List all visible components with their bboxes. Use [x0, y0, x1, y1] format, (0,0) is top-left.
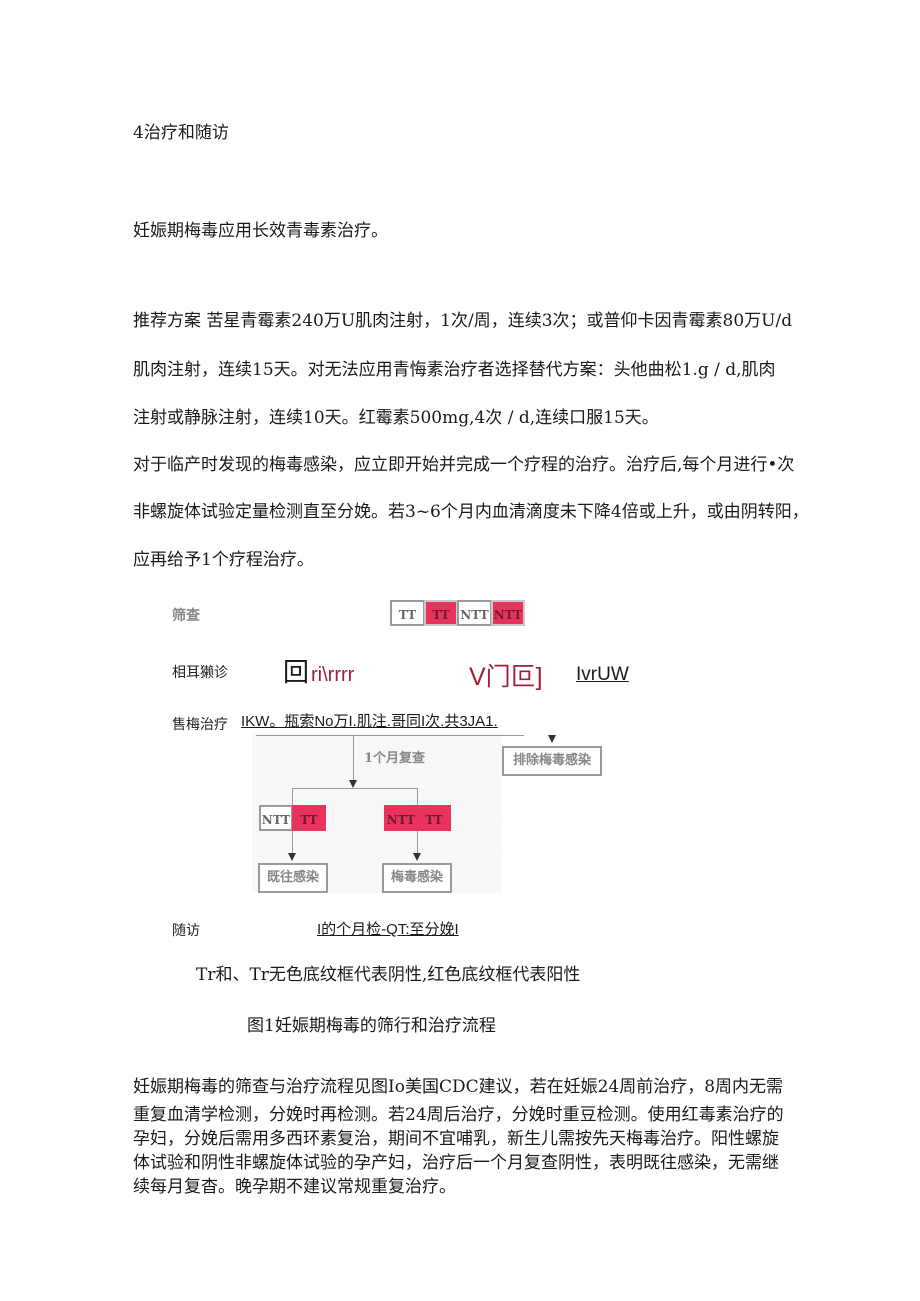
connector-line: [292, 788, 417, 789]
diagnosis-ocr-right: IvrUW: [576, 664, 629, 685]
syphilis-infection-box: 梅毒感染: [382, 863, 452, 893]
text-line: 重复血清学检测，分娩时再检测。若24周后治疗，分娩时重豆检测。使用红毒素治疗的: [133, 1105, 784, 1125]
text-line: 孕妇，分娩后需用多西环素复治，期间不宜哺乳，新生儿需按先天梅毒治疗。阳性螺旋: [133, 1129, 779, 1149]
branch-left-tt-positive: TT: [292, 805, 326, 831]
text-line: 肌肉注射，连续15天。对无法应用青悔素治疗者选择替代方案：头他曲松1.g / d…: [133, 360, 776, 380]
text-line: 体试验和阴性非螺旋体试验的孕产妇，治疗后一个月复查阴性，表明既往感染，无需继: [133, 1153, 779, 1173]
text-line: 注射或静脉注射，连续10天。红霉素500mg,4次 / d,连续口服15天。: [133, 408, 659, 428]
text-line: 推荐方案 苦星青霉素240万U肌肉注射，1次/周，连续3次；或普仰卡因青霉素80…: [133, 311, 793, 331]
recheck-label: 1个月复查: [364, 751, 426, 766]
connector-line: [353, 735, 354, 785]
arrow-down-icon: [548, 735, 556, 743]
past-infection-box: 既往感染: [258, 863, 328, 893]
exclude-infection-box: 排除梅毒感染: [502, 746, 602, 776]
section-heading: 4治疗和随访: [133, 123, 229, 143]
connector-line: [256, 735, 524, 736]
row-label-diagnosis: 相耳獭诊: [172, 665, 228, 681]
screening-cell-tt-positive: TT: [424, 600, 458, 626]
figure-caption: 图1妊娠期梅毒的筛行和治疗流程: [247, 1016, 496, 1036]
branch-right-ntt-positive: NTT: [384, 805, 418, 831]
branch-right-tt-positive: TT: [417, 805, 451, 831]
text-line: 妊娠期梅毒的筛查与治疗流程见图Io美国CDC建议，若在妊娠24周前治疗，8周内无…: [133, 1077, 784, 1097]
text-line: 应再给予1个疗程治疗。: [133, 550, 314, 570]
arrow-down-icon: [349, 780, 357, 788]
text-line: 续每月复杳。晚孕期不建议常规重复治疗。: [133, 1177, 456, 1197]
intro-paragraph: 妊娠期梅毒应用长效青毒素治疗。: [133, 221, 388, 241]
screening-cell-tt-negative: TT: [390, 600, 425, 626]
diagnosis-ocr-mid: V门叵]: [469, 663, 543, 691]
row-label-followup: 随访: [172, 923, 200, 939]
arrow-down-icon: [413, 853, 421, 861]
screening-cell-ntt-negative: NTT: [457, 600, 492, 626]
text-line: 非螺旋体试验定量检测直至分娩。若3~6个月内血清滴度未下降4倍或上升，或由阴转阳…: [133, 502, 809, 522]
followup-text: I的个月检-QT:至分娩I: [317, 921, 459, 938]
row-label-treatment: 售梅治疗: [172, 717, 228, 733]
treatment-text: IKW。瓶索No万I.肌注.哥同I次.共3JA1.: [241, 713, 498, 730]
screening-cell-ntt-positive: NTT: [491, 600, 525, 626]
diagnosis-ocr-left: ri\rrrr: [311, 664, 355, 686]
diagnosis-glyph: 回: [283, 658, 310, 688]
branch-left-ntt-negative: NTT: [259, 805, 293, 831]
row-label-screening: 筛查: [172, 608, 200, 624]
arrow-down-icon: [288, 853, 296, 861]
figure-legend: Tr和、Tr无色底纹框代表阴性,红色底纹框代表阳性: [196, 965, 581, 985]
text-line: 对于临产时发现的梅毒感染，应立即开始并完成一个疗程的治疗。治疗后,每个月进行•次: [133, 455, 795, 475]
